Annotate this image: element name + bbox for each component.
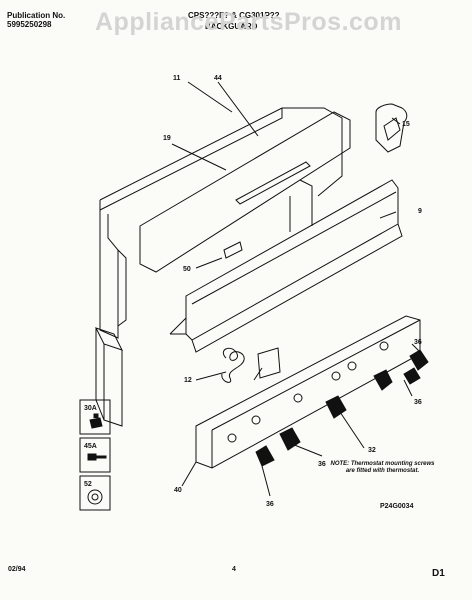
publication-label: Publication No. bbox=[7, 11, 66, 20]
footer-section-code: D1 bbox=[432, 568, 445, 579]
callout-9: 9 bbox=[418, 208, 422, 215]
part-box-30a bbox=[79, 399, 111, 435]
callout-30a: 30A bbox=[84, 405, 97, 412]
callout-45a: 45A bbox=[84, 443, 97, 450]
footer-date: 02/94 bbox=[8, 566, 26, 573]
backguard-side bbox=[99, 210, 119, 339]
publication-number: 5995250298 bbox=[7, 20, 52, 29]
knob-5 bbox=[255, 445, 275, 467]
callout-36-bottom: 36 bbox=[266, 501, 274, 508]
thermostat-note: NOTE: Thermostat mounting screws are fit… bbox=[330, 461, 435, 474]
backguard-outline bbox=[99, 107, 343, 201]
knob-6 bbox=[403, 367, 421, 385]
badge bbox=[223, 241, 243, 259]
section-title: BACKGUARD bbox=[205, 22, 258, 31]
screw-icon bbox=[87, 453, 107, 461]
control-panel-lip bbox=[191, 223, 403, 353]
knob-1 bbox=[409, 349, 429, 371]
valve-manifold-panel bbox=[195, 315, 421, 469]
callout-52: 52 bbox=[84, 481, 92, 488]
filler-strip bbox=[103, 344, 123, 427]
callout-50: 50 bbox=[183, 266, 191, 273]
callout-12: 12 bbox=[184, 377, 192, 384]
callout-36-mid: 36 bbox=[318, 461, 326, 468]
part-box-45a bbox=[79, 437, 111, 473]
display-window bbox=[235, 161, 311, 205]
callout-11: 11 bbox=[173, 75, 181, 82]
diagram-code: P24G0034 bbox=[380, 503, 414, 510]
glass-panel bbox=[139, 111, 351, 273]
callout-15: 15 bbox=[402, 121, 410, 128]
callout-44: 44 bbox=[214, 75, 222, 82]
model-number: CPS???F? & CG301P?? bbox=[188, 11, 280, 20]
thermostat-body bbox=[257, 347, 281, 379]
watermark: AppliancePartsPros.com bbox=[95, 8, 402, 36]
part-box-52 bbox=[79, 475, 111, 511]
callout-32: 32 bbox=[368, 447, 376, 454]
knob-detail-box bbox=[375, 103, 408, 153]
knob-2 bbox=[373, 369, 393, 391]
callout-19: 19 bbox=[163, 135, 171, 142]
wing-nut-icon bbox=[89, 413, 103, 429]
knob-4 bbox=[279, 427, 301, 451]
callout-36-top: 36 bbox=[414, 339, 422, 346]
thermostat-capillary bbox=[221, 347, 245, 383]
callout-36-right: 36 bbox=[414, 399, 422, 406]
washer-icon bbox=[87, 489, 103, 505]
footer-page: 4 bbox=[232, 566, 236, 573]
callout-40: 40 bbox=[174, 487, 182, 494]
knob-3 bbox=[325, 395, 347, 419]
